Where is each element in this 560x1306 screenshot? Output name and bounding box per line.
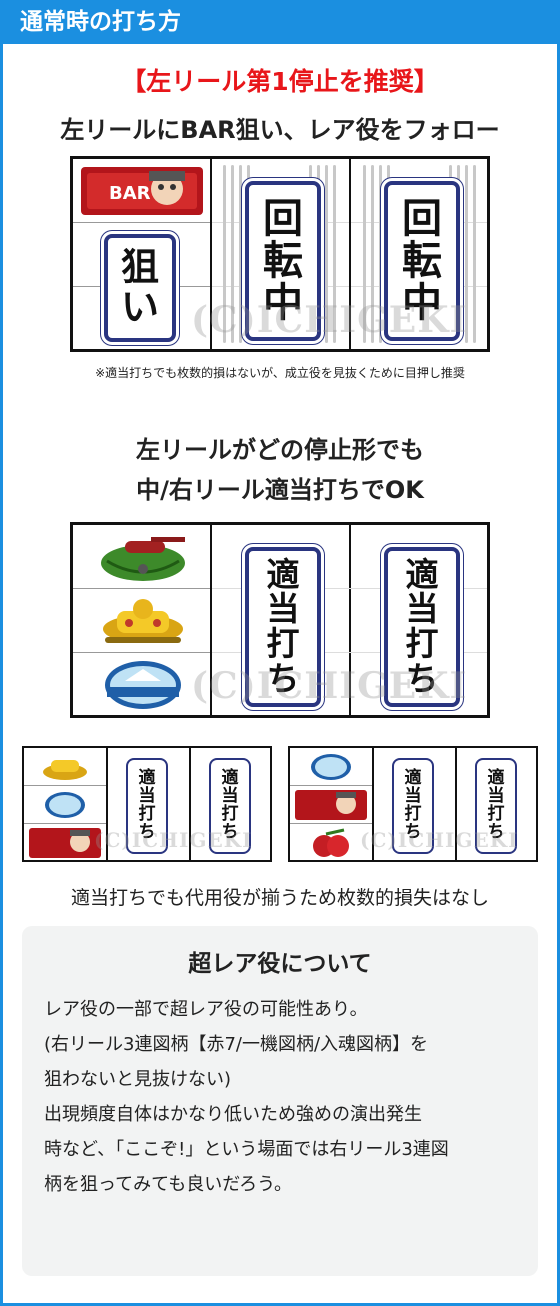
- watermark: (C)ICHIGEKI: [191, 665, 468, 707]
- spinning-tag-right: 回 転 中: [384, 181, 460, 341]
- info-line: 狙わないと見抜けない): [44, 1069, 232, 1090]
- svg-text:BAR: BAR: [109, 183, 151, 204]
- cherry-icon: [304, 826, 358, 860]
- substitute-caption: 適当打ちでも代用役が揃うため枚数的損失はなし: [70, 887, 489, 909]
- random-press-tag-small-center: 適 当 打 ち: [126, 758, 168, 854]
- recommendation-title: 【左リール第1停止を推奨】: [121, 67, 439, 96]
- spinning-tag-center: 回 転 中: [245, 181, 321, 341]
- yellow-tank-icon: [97, 593, 189, 649]
- bar-symbol-icon: [294, 788, 368, 822]
- reel-diagram-1: BAR 狙 い 回 転 中 回 転 中 (C)ICHIGEKI: [70, 156, 490, 352]
- reel-diagram-2: 適 当 打 ち 適 当 打 ち (C)ICHIGEKI: [70, 522, 490, 718]
- bar-symbol-icon: [28, 826, 102, 860]
- section1-subtitle: 左リールにBAR狙い、レア役をフォロー: [60, 116, 500, 144]
- section2-subtitle-line1: 左リールがどの停止形でも: [136, 436, 424, 464]
- recommendation-note: ※適当打ちでも枚数的損はないが、成立役を見抜くために目押し推奨: [95, 366, 465, 380]
- random-press-tag-small-right: 適 当 打 ち: [475, 758, 517, 854]
- bar-symbol-icon: BAR: [79, 163, 205, 219]
- watermark: (C)ICHIGEKI: [191, 299, 468, 341]
- info-line: 時など、「ここぞ!」という場面では右リール3連図: [44, 1139, 449, 1160]
- super-rare-info-box: 超レア役について レア役の一部で超レア役の可能性あり。 (右リール3連図柄【赤7…: [22, 926, 538, 1276]
- info-line: (右リール3連図柄【赤7/一機図柄/入魂図柄】を: [44, 1034, 429, 1055]
- info-line: レア役の一部で超レア役の可能性あり。: [44, 999, 368, 1020]
- aim-tag: 狙 い: [104, 234, 176, 342]
- random-press-tag-small-center: 適 当 打 ち: [392, 758, 434, 854]
- blue-emblem-icon: [308, 751, 354, 783]
- info-line: 柄を狙ってみても良いだろう。: [44, 1174, 293, 1195]
- watermelon-tank-icon: [93, 531, 193, 585]
- random-press-tag-small-right: 適 当 打 ち: [209, 758, 251, 854]
- blue-emblem-icon: [42, 789, 88, 821]
- page-header: 通常時の打ち方: [0, 0, 560, 44]
- info-line: 出現頻度自体はかなり低いため強めの演出発生: [44, 1104, 422, 1125]
- small-reel-example-1: 適 当 打 ち 適 当 打 ち (C)ICHIGEKI: [22, 746, 272, 862]
- yellow-tank-icon: [40, 752, 90, 782]
- info-title: 超レア役について: [188, 951, 372, 977]
- random-press-tag-center: 適 当 打 ち: [245, 547, 321, 707]
- random-press-tag-right: 適 当 打 ち: [384, 547, 460, 707]
- small-reel-example-2: 適 当 打 ち 適 当 打 ち (C)ICHIGEKI: [288, 746, 538, 862]
- section2-subtitle-line2: 中/右リール適当打ちでOK: [136, 476, 424, 504]
- blue-emblem-icon: [101, 657, 185, 713]
